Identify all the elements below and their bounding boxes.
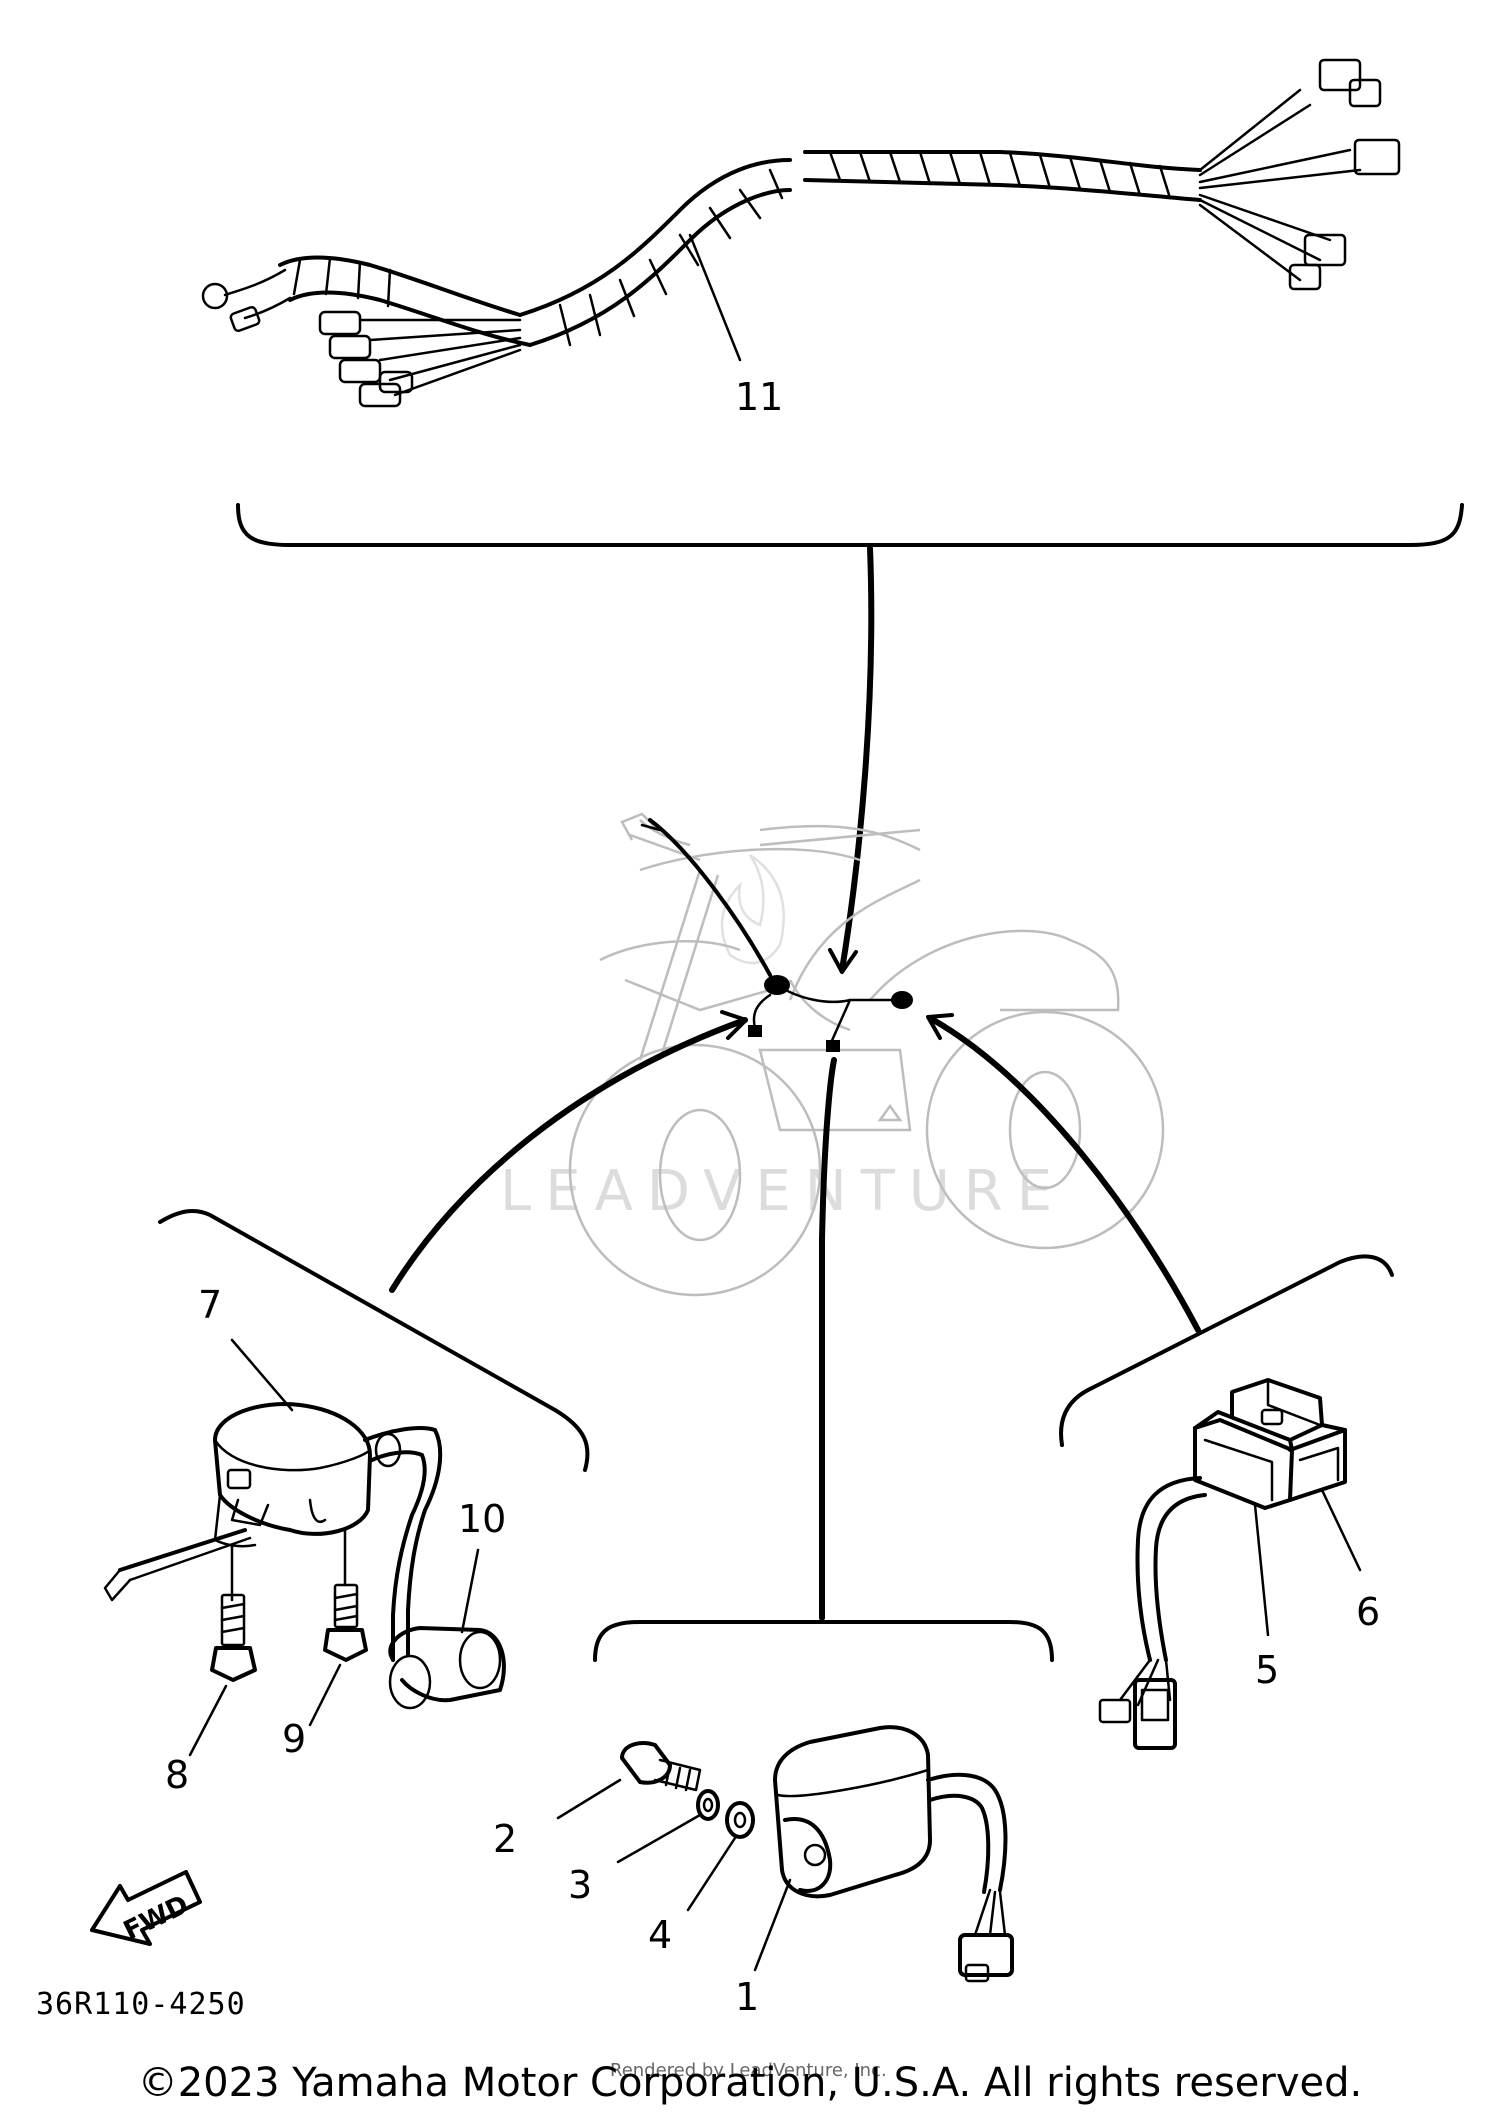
bolt-8: 8 xyxy=(165,1543,257,1797)
right-brace xyxy=(1059,1254,1394,1447)
callout-1: 1 xyxy=(735,1975,759,2019)
copyright-footer: ©2023 Yamaha Motor Corporation, U.S.A. A… xyxy=(0,2060,1500,2106)
washer-3: 3 xyxy=(568,1789,720,1907)
callout-4: 4 xyxy=(648,1913,672,1957)
cdi-arrow xyxy=(819,1057,837,1621)
callout-2: 2 xyxy=(493,1817,517,1861)
copyright-text: ©2023 Yamaha Motor Corporation, U.S.A. A… xyxy=(137,2060,1363,2106)
callout-10: 10 xyxy=(458,1497,506,1541)
motorcycle-outline xyxy=(568,812,1165,1297)
callout-5: 5 xyxy=(1255,1648,1279,1692)
watermark: LEADVENTURE xyxy=(500,853,1066,1224)
washer-4: 4 xyxy=(648,1801,755,1957)
callout-9: 9 xyxy=(282,1717,306,1761)
credit-text: Rendered by LeadVenture, Inc. xyxy=(610,2060,887,2081)
cdi-unit: 1 xyxy=(735,1725,1014,2019)
diagram-code: 36R110-4250 xyxy=(36,1987,246,2022)
top-brace xyxy=(236,503,1464,547)
watermark-text: LEADVENTURE xyxy=(500,1159,1066,1224)
callout-6: 6 xyxy=(1356,1590,1380,1634)
bolt-2: 2 xyxy=(493,1741,702,1861)
coil-arrow xyxy=(389,1017,748,1293)
callout-8: 8 xyxy=(165,1753,189,1797)
relay-arrow xyxy=(927,1015,1201,1333)
wire-harness: 11 xyxy=(201,58,1401,419)
bottom-brace xyxy=(593,1620,1054,1662)
left-brace xyxy=(158,1208,590,1472)
callout-7: 7 xyxy=(198,1283,222,1327)
bolt-9: 9 xyxy=(282,1528,368,1761)
ignition-coil: 7 10 xyxy=(103,1283,506,1710)
fwd-arrow: FWD xyxy=(90,1870,202,1946)
relay-assembly: 5 6 xyxy=(1098,1378,1380,1750)
callout-11: 11 xyxy=(735,375,783,419)
mount-markers xyxy=(640,818,913,1052)
callout-3: 3 xyxy=(568,1863,592,1907)
harness-arrow xyxy=(839,545,875,973)
